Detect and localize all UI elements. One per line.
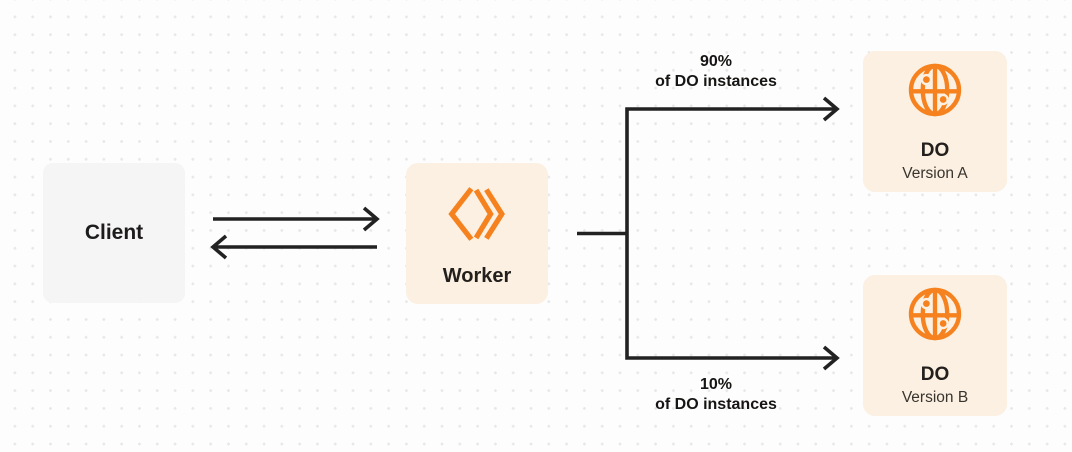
do-b-title: DO: [920, 364, 950, 385]
worker-to-client-arrow: [210, 234, 377, 260]
do-a-subtitle: Version A: [902, 165, 968, 182]
workers-chevrons-icon: [448, 187, 505, 241]
client-node: Client: [43, 163, 185, 303]
durable-object-globe-icon: [908, 287, 962, 341]
durable-object-globe-icon: [908, 63, 962, 117]
bottom-branch-percent: 10%: [699, 376, 733, 393]
client-label: Client: [84, 221, 144, 244]
bottom-branch-caption: of DO instances: [655, 395, 777, 413]
worker-node: Worker: [406, 163, 548, 304]
top-branch-caption: of DO instances: [655, 72, 777, 90]
top-branch-percent: 90%: [699, 53, 733, 70]
worker-label: Worker: [442, 265, 512, 287]
do-version-a-node: DO Version A: [863, 51, 1007, 192]
top-branch-label: 90% of DO instances: [616, 52, 816, 91]
bottom-branch-label: 10% of DO instances: [616, 375, 816, 414]
branch-lines: [577, 96, 840, 371]
client-to-worker-arrow: [213, 206, 380, 232]
do-a-title: DO: [920, 140, 950, 161]
do-b-subtitle: Version B: [901, 389, 969, 406]
do-version-b-node: DO Version B: [863, 275, 1007, 416]
